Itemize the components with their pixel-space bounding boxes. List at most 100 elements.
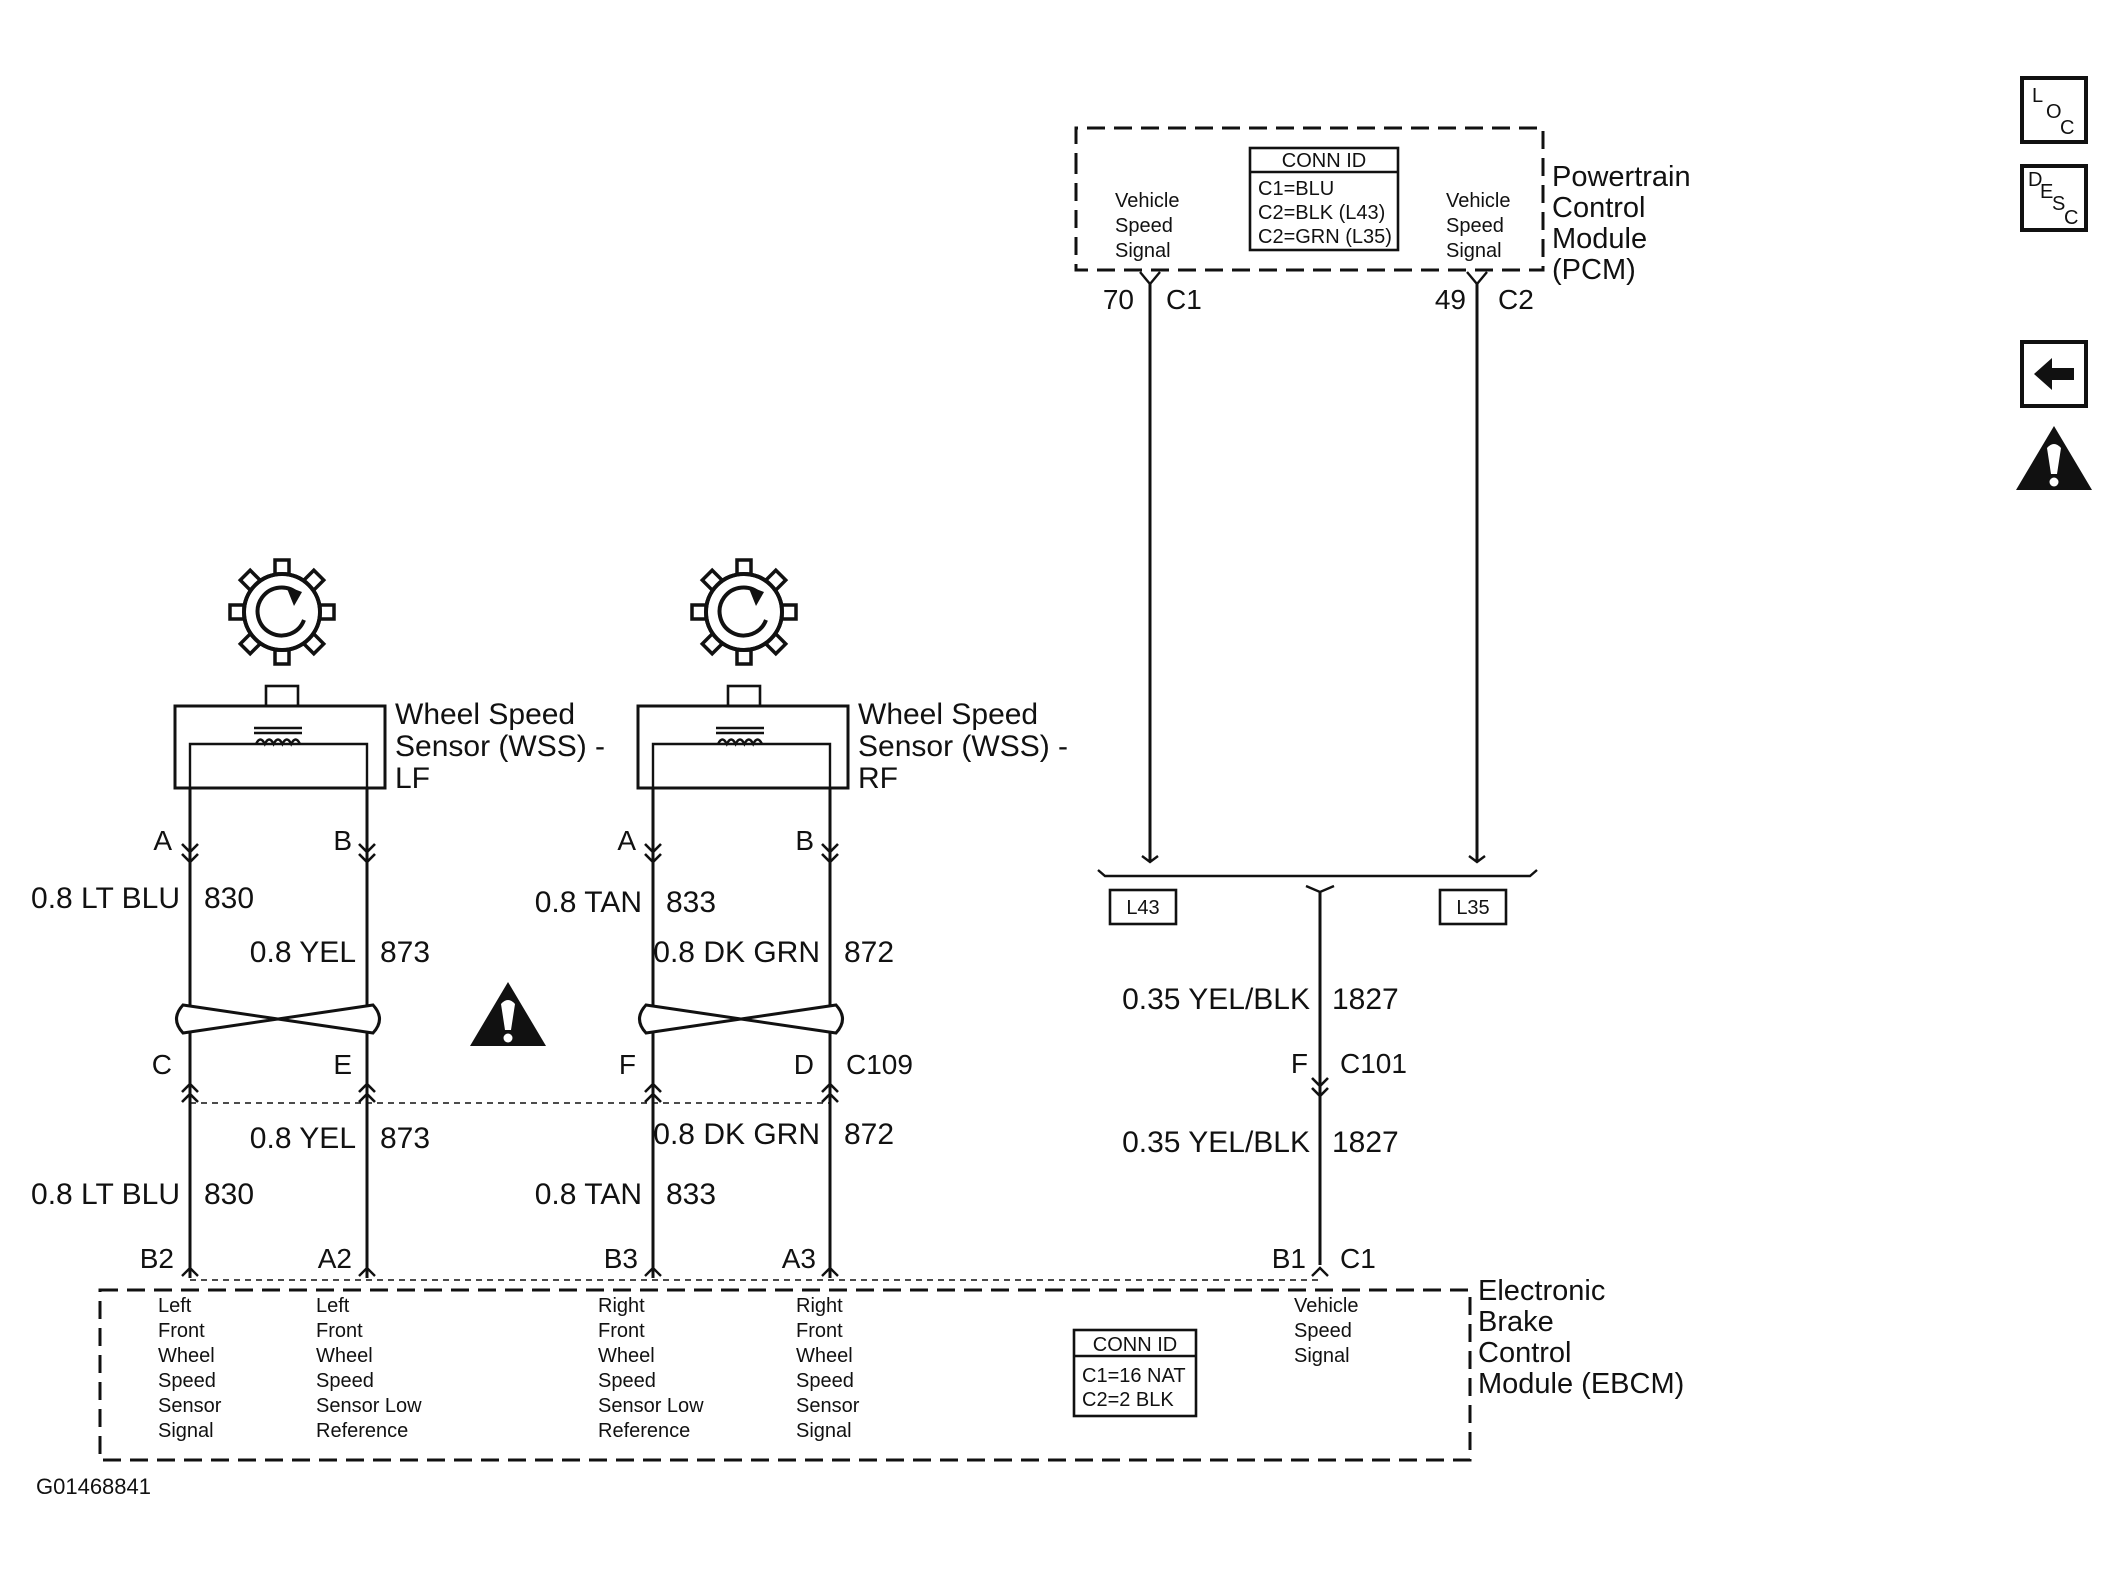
ebcm-col3-line-4: Speed bbox=[598, 1370, 656, 1392]
wss-lf-lower-b-color: 0.8 YEL bbox=[250, 1122, 356, 1155]
ebcm-col-left-front-signal: Left Front Wheel Speed Sensor Signal bbox=[158, 1295, 222, 1442]
ebcm-pin-b1: B1 bbox=[1272, 1243, 1306, 1274]
wss-rf-wires: A B 0.8 TAN 833 0.8 DK GRN 872 F D C109 … bbox=[535, 788, 913, 1278]
back-arrow-icon bbox=[2034, 358, 2074, 390]
wss-rf-wire-b-color: 0.8 DK GRN bbox=[653, 936, 820, 969]
c109-connector-name: C109 bbox=[846, 1049, 913, 1080]
wss-rf-name-line-2: Sensor (WSS) - bbox=[858, 730, 1068, 763]
desc-button-letter-c: C bbox=[2064, 207, 2078, 229]
ebcm-col3-line-2: Front bbox=[598, 1320, 645, 1342]
vss-lower-circuit-number: 1827 bbox=[1332, 1126, 1399, 1159]
c109-pin-e: E bbox=[333, 1049, 352, 1080]
wss-rf-pin-a: A bbox=[617, 825, 636, 856]
pcm-left-connector: C1 bbox=[1166, 284, 1202, 315]
ebcm-name-line-2: Brake bbox=[1478, 1306, 1554, 1338]
wss-lf-name-line-2: Sensor (WSS) - bbox=[395, 730, 605, 763]
caution-button[interactable] bbox=[2016, 426, 2092, 490]
loc-button-letter-c: C bbox=[2060, 117, 2074, 139]
ebcm-conn-id-line-2: C2=2 BLK bbox=[1082, 1389, 1174, 1411]
ebcm-name-line-1: Electronic bbox=[1478, 1275, 1605, 1307]
pcm-name-line-2: Control bbox=[1552, 192, 1646, 224]
ebcm-col1-line-4: Speed bbox=[158, 1370, 216, 1392]
option-l35-label: L35 bbox=[1456, 897, 1489, 919]
back-button[interactable] bbox=[2020, 340, 2088, 408]
pcm-left-signal-line-1: Vehicle bbox=[1115, 190, 1180, 212]
pcm-name-line-3: Module bbox=[1552, 223, 1647, 255]
c109-pin-c: C bbox=[152, 1049, 172, 1080]
pcm-left-pin-number: 70 bbox=[1103, 284, 1134, 315]
pcm-right-connector: C2 bbox=[1498, 284, 1534, 315]
ebcm-pin-a2: A2 bbox=[318, 1243, 352, 1274]
ebcm-col5-line-1: Vehicle bbox=[1294, 1295, 1359, 1317]
twisted-pair-icon bbox=[175, 1003, 381, 1035]
pcm-conn-id-line-2: C2=BLK (L43) bbox=[1258, 202, 1385, 224]
wss-lf-wire-a-color: 0.8 LT BLU bbox=[31, 882, 180, 915]
ebcm-module: B2 A2 B3 A3 B1 C1 Left Front Wheel Speed… bbox=[98, 1243, 1684, 1462]
wss-rf-name-line-1: Wheel Speed bbox=[858, 698, 1038, 731]
wss-rf-wire-a-color: 0.8 TAN bbox=[535, 886, 642, 919]
ebcm-col3-line-6: Reference bbox=[598, 1420, 690, 1442]
wss-lf-lower-b-circuit: 873 bbox=[380, 1122, 430, 1155]
pcm-left-signal-label: Vehicle Speed Signal bbox=[1115, 190, 1180, 262]
pcm-name: Powertrain Control Module (PCM) bbox=[1552, 161, 1691, 286]
loc-button[interactable]: L O C bbox=[2020, 76, 2088, 144]
ebcm-col2-line-3: Wheel bbox=[316, 1345, 373, 1367]
ebcm-col-left-front-low-ref: Left Front Wheel Speed Sensor Low Refere… bbox=[316, 1295, 422, 1442]
pcm-name-line-4: (PCM) bbox=[1552, 254, 1636, 286]
ebcm-col2-line-2: Front bbox=[316, 1320, 363, 1342]
ebcm-col2-line-5: Sensor Low bbox=[316, 1395, 422, 1417]
ebcm-col2-line-6: Reference bbox=[316, 1420, 408, 1442]
wss-lf-wires: A B 0.8 LT BLU 830 0.8 YEL 873 C E 0.8 Y… bbox=[31, 788, 430, 1278]
ebcm-col-vehicle-speed: Vehicle Speed Signal bbox=[1294, 1295, 1359, 1367]
wss-rf-lower-b-color: 0.8 DK GRN bbox=[653, 1118, 820, 1151]
caution-icon bbox=[2016, 426, 2092, 490]
caution-icon bbox=[470, 982, 546, 1046]
ebcm-conn-id-line-1: C1=16 NAT bbox=[1082, 1365, 1186, 1387]
wss-rf-wire-b-circuit: 872 bbox=[844, 936, 894, 969]
ebcm-name-line-4: Module (EBCM) bbox=[1478, 1368, 1684, 1400]
wss-rf-wire-a-circuit: 833 bbox=[666, 886, 716, 919]
wss-rf-name-line-3: RF bbox=[858, 762, 898, 795]
ebcm-col3-line-1: Right bbox=[598, 1295, 645, 1317]
pcm-left-signal-line-3: Signal bbox=[1115, 240, 1171, 262]
ebcm-col1-line-6: Signal bbox=[158, 1420, 214, 1442]
pcm-right-pin-number: 49 bbox=[1435, 284, 1466, 315]
pcm-right-signal-line-3: Signal bbox=[1446, 240, 1502, 262]
c101-pin: F bbox=[1291, 1048, 1308, 1079]
desc-button-letter-s: S bbox=[2052, 193, 2065, 215]
ebcm-conn-id-title: CONN ID bbox=[1093, 1334, 1177, 1356]
ebcm-col4-line-5: Sensor bbox=[796, 1395, 860, 1417]
ebcm-name-line-3: Control bbox=[1478, 1337, 1572, 1369]
ebcm-col2-line-1: Left bbox=[316, 1295, 350, 1317]
pcm-module: Vehicle Speed Signal Vehicle Speed Signa… bbox=[1074, 126, 1691, 315]
wss-lf-wire-a-circuit: 830 bbox=[204, 882, 254, 915]
c101-connector-name: C101 bbox=[1340, 1048, 1407, 1079]
figure-id: G01468841 bbox=[36, 1474, 151, 1499]
wss-rf-sensor: Wheel Speed Sensor (WSS) - RF bbox=[636, 558, 1068, 795]
wss-lf-name-line-3: LF bbox=[395, 762, 430, 795]
wss-rf-pin-b: B bbox=[795, 825, 814, 856]
option-l43-label: L43 bbox=[1126, 897, 1159, 919]
pcm-right-signal-line-1: Vehicle bbox=[1446, 190, 1511, 212]
ebcm-col2-line-4: Speed bbox=[316, 1370, 374, 1392]
ebcm-col1-line-3: Wheel bbox=[158, 1345, 215, 1367]
vss-upper-circuit-number: 1827 bbox=[1332, 983, 1399, 1016]
pcm-left-signal-line-2: Speed bbox=[1115, 215, 1173, 237]
vss-upper-wire-color: 0.35 YEL/BLK bbox=[1122, 983, 1310, 1016]
ebcm-col4-line-1: Right bbox=[796, 1295, 843, 1317]
c109-pin-f: F bbox=[619, 1049, 636, 1080]
ebcm-conn-id-box: CONN ID C1=16 NAT C2=2 BLK bbox=[1072, 1328, 1198, 1418]
ebcm-col4-line-3: Wheel bbox=[796, 1345, 853, 1367]
option-l43-box: L43 bbox=[1108, 888, 1178, 926]
wss-rf-lower-a-circuit: 833 bbox=[666, 1178, 716, 1211]
desc-button[interactable]: D E S C bbox=[2020, 164, 2088, 232]
wss-lf-lower-a-circuit: 830 bbox=[204, 1178, 254, 1211]
wss-lf-wire-b-color: 0.8 YEL bbox=[250, 936, 356, 969]
twisted-pair-icon bbox=[638, 1003, 844, 1035]
option-l35-box: L35 bbox=[1438, 888, 1508, 926]
ebcm-col1-line-2: Front bbox=[158, 1320, 205, 1342]
pcm-conn-id-line-1: C1=BLU bbox=[1258, 178, 1334, 200]
ebcm-col1-line-5: Sensor bbox=[158, 1395, 222, 1417]
